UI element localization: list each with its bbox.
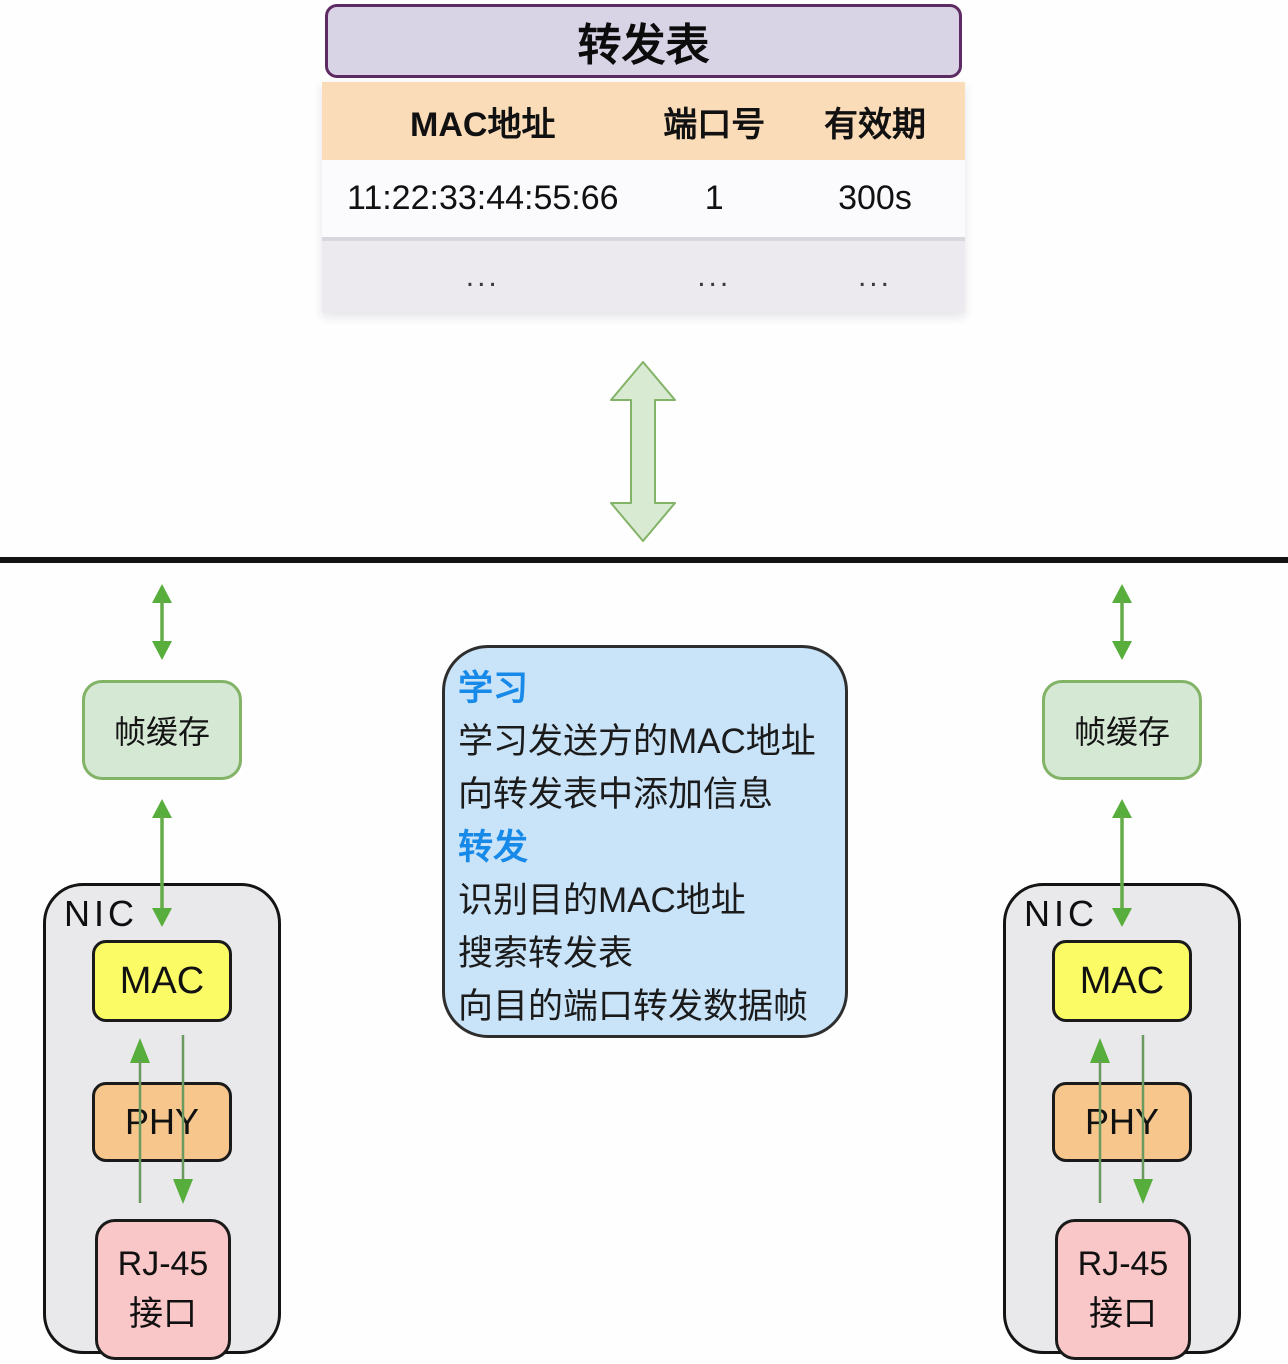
frame-buffer-box: 帧缓存	[1042, 680, 1202, 780]
uplink-double-arrow-icon	[1112, 584, 1132, 660]
cell-port-number: 1	[704, 179, 724, 217]
switch-backplane-line	[0, 557, 1288, 563]
cell-mac-address-ellipsis: ...	[465, 260, 500, 293]
uplink-double-arrow-icon	[152, 584, 172, 660]
frame-buffer-box: 帧缓存	[82, 680, 242, 780]
mac-phy-rj45-arrows-icon	[130, 1035, 193, 1204]
forwarding-table: MAC地址 端口号 有效期 11:22:33:44:55:66 1 300s .…	[322, 82, 965, 313]
column-header-port-number: 端口号	[663, 105, 766, 144]
nic-label: NIC	[1024, 893, 1098, 934]
port-column-left: 帧缓存 NIC MAC PHY RJ-45 接口	[42, 557, 282, 1364]
forward-step: 识别目的MAC地址	[458, 881, 746, 920]
port-column-right: 帧缓存 NIC MAC PHY RJ-45 接口	[1002, 557, 1242, 1364]
phy-box: PHY	[1052, 1082, 1192, 1162]
cell-validity-ellipsis: ...	[857, 260, 892, 293]
phy-box: PHY	[92, 1082, 232, 1162]
column-header-validity: 有效期	[823, 105, 926, 144]
cell-port-number-ellipsis: ...	[697, 260, 732, 293]
rj45-connector-box: RJ-45 接口	[1055, 1219, 1191, 1360]
table-row: 11:22:33:44:55:66 1 300s	[322, 160, 965, 237]
rj45-label-line2: 接口	[1089, 1294, 1157, 1333]
buffer-nic-double-arrow-icon	[1112, 799, 1132, 927]
rj45-label-line1: RJ-45	[117, 1245, 209, 1284]
forward-step: 向目的端口转发数据帧	[458, 987, 809, 1026]
mac-box: MAC	[1052, 940, 1192, 1022]
mac-phy-rj45-arrows-icon	[1090, 1035, 1153, 1204]
cell-validity: 300s	[838, 179, 912, 217]
learn-heading: 学习	[458, 669, 529, 708]
forward-step: 搜索转发表	[458, 934, 634, 973]
rj45-label-line1: RJ-45	[1077, 1245, 1169, 1284]
forwarding-table-header-row: MAC地址 端口号 有效期	[322, 82, 965, 160]
cell-mac-address: 11:22:33:44:55:66	[346, 179, 619, 217]
nic-label: NIC	[64, 893, 138, 934]
table-link-double-arrow-icon	[610, 361, 676, 542]
table-row: ... ... ...	[322, 241, 965, 313]
learn-step: 学习发送方的MAC地址	[458, 722, 816, 761]
rj45-label-line2: 接口	[129, 1294, 197, 1333]
learn-step: 向转发表中添加信息	[458, 775, 774, 814]
rj45-connector-box: RJ-45 接口	[95, 1219, 231, 1360]
buffer-nic-double-arrow-icon	[152, 799, 172, 927]
column-header-mac-address: MAC地址	[410, 105, 556, 144]
forward-heading: 转发	[458, 828, 529, 867]
row-divider	[322, 237, 965, 241]
switch-logic-box: 学习 学习发送方的MAC地址 向转发表中添加信息 转发 识别目的MAC地址 搜索…	[442, 645, 848, 1038]
mac-box: MAC	[92, 940, 232, 1022]
forwarding-table-title: 转发表	[325, 4, 962, 78]
